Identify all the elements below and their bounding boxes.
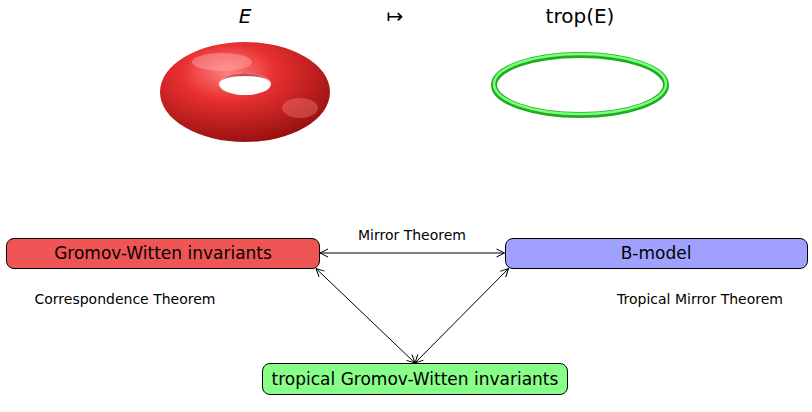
connector [316, 269, 415, 364]
edge-label: Correspondence Theorem [33, 291, 218, 307]
connector [415, 269, 509, 364]
connector [320, 253, 505, 254]
math-label: E [239, 4, 252, 28]
math-label: trop(E) [546, 4, 615, 28]
theory-box: B-model [505, 238, 808, 269]
box-label: B-model [621, 243, 692, 263]
box-label: tropical Gromov-Witten invariants [272, 369, 559, 389]
tropical-curve [494, 54, 666, 115]
box-label: Gromov-Witten invariants [54, 243, 272, 263]
torus [160, 42, 330, 142]
edge-label: Tropical Mirror Theorem [615, 291, 785, 307]
theory-box: tropical Gromov-Witten invariants [262, 363, 568, 395]
theory-box: Gromov-Witten invariants [6, 238, 320, 269]
math-label: ↦ [387, 4, 404, 28]
edge-label: Mirror Theorem [356, 227, 468, 243]
